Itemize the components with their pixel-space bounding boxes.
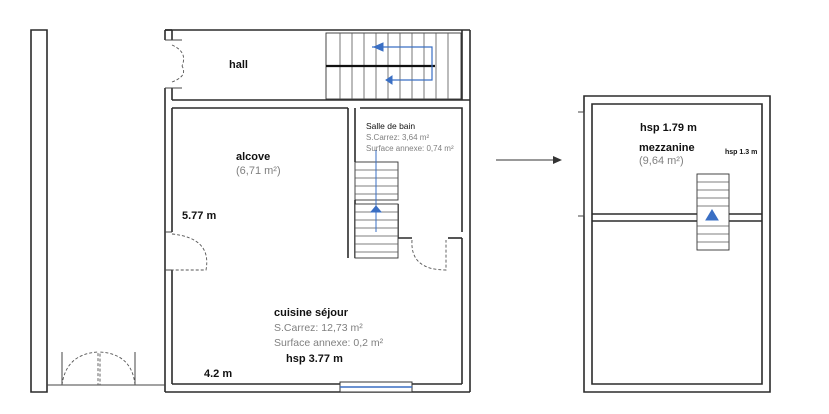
hall-walls <box>164 29 471 392</box>
dimension-4-2: 4.2 m <box>204 368 233 380</box>
dimension-5-77: 5.77 m <box>182 210 217 222</box>
mezzanine-area: (9,64 m²) <box>639 155 684 167</box>
alcove-door <box>165 231 208 271</box>
kitchen-living-title: cuisine séjour <box>274 307 348 319</box>
entrance-double-door <box>47 351 165 386</box>
bathroom-title: Salle de bain <box>366 121 416 131</box>
left-exterior-wall <box>30 29 48 393</box>
hall-staircase <box>325 32 462 100</box>
kitchen-annexe: Surface annexe: 0,2 m² <box>274 337 384 349</box>
main-room-walls <box>165 107 470 393</box>
alcove-area: (6,71 m²) <box>236 165 281 177</box>
mezzanine-title: mezzanine <box>639 142 695 154</box>
bottom-window <box>339 381 413 393</box>
ceiling-height-3-77: hsp 3.77 m <box>286 353 343 365</box>
bathroom-annexe: Surface annexe: 0,74 m² <box>366 144 454 153</box>
bathroom-carrez: S.Carrez: 3,64 m² <box>366 133 430 142</box>
ceiling-height-1-79: hsp 1.79 m <box>640 122 697 134</box>
mezzanine-plan <box>578 95 771 393</box>
alcove-title: alcove <box>236 151 271 163</box>
level-arrow <box>496 156 562 164</box>
ceiling-height-1-3: hsp 1.3 m <box>725 149 758 156</box>
bathroom-partition <box>347 108 462 259</box>
hall-label: hall <box>229 59 248 71</box>
bathroom-door <box>411 239 447 271</box>
kitchen-carrez: S.Carrez: 12,73 m² <box>274 322 363 334</box>
hall-door <box>165 39 185 89</box>
